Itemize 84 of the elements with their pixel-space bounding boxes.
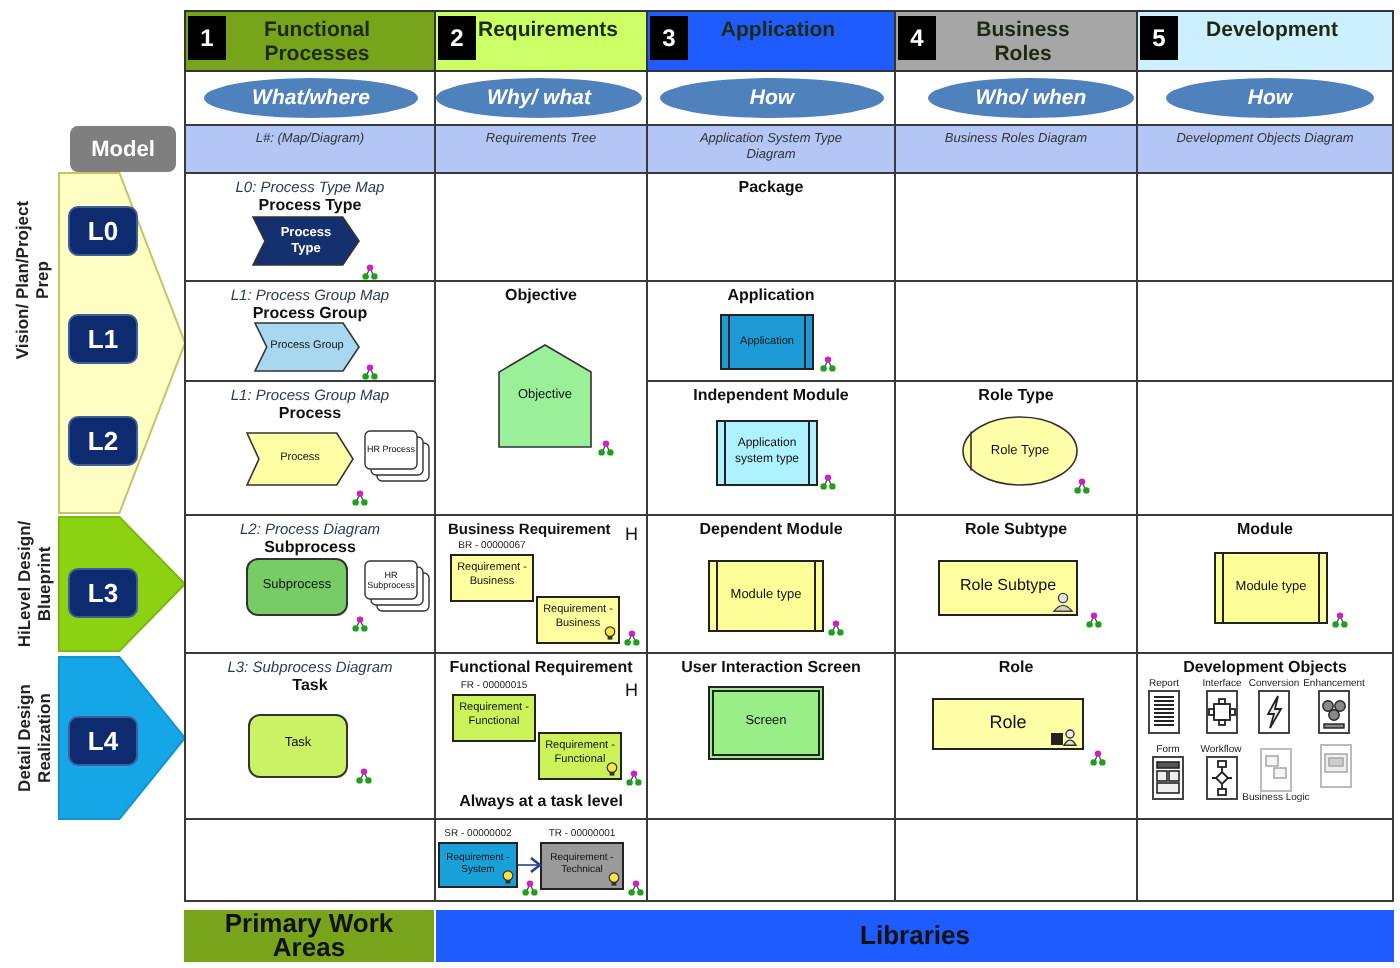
column-header <box>184 10 436 72</box>
arrow <box>517 856 542 874</box>
step-number: 5 <box>1140 16 1178 60</box>
object-card <box>450 554 534 602</box>
object-type-heading: Role Type <box>978 386 1054 404</box>
column-title: Requirements <box>477 18 619 42</box>
area-banner <box>436 910 1394 962</box>
level-tag <box>68 416 138 466</box>
level-label: L0 <box>87 217 119 245</box>
question-text: How <box>749 86 795 110</box>
object-card <box>438 842 518 888</box>
level-label: L3 <box>87 579 119 607</box>
column-title: Application <box>720 18 836 42</box>
corner-letter: H <box>625 680 638 700</box>
object-card <box>452 694 536 742</box>
question-text: How <box>1247 86 1293 110</box>
column-title: Business Roles <box>974 18 1072 66</box>
step-number: 4 <box>898 16 936 60</box>
question-text: What/where <box>252 86 370 110</box>
area-banner <box>184 910 434 962</box>
area-title: Primary Work Areas <box>222 912 396 960</box>
level-tag <box>68 568 138 618</box>
column-title: Functional Processes <box>261 18 373 66</box>
object-type-heading: Task <box>292 676 328 694</box>
shape-label: Role Subtype <box>959 576 1057 596</box>
object-type-heading: Package <box>738 178 804 196</box>
diagram-type-band <box>434 124 648 174</box>
module-box <box>716 420 818 486</box>
object-type-heading: Process Group <box>252 304 368 322</box>
question-text: Who/ when <box>975 86 1087 110</box>
step-number: 1 <box>188 16 226 60</box>
object-type-heading: Subprocess <box>264 538 356 556</box>
shape-label: Role <box>989 711 1027 733</box>
column-title: Development <box>1206 18 1338 42</box>
module-box <box>720 314 814 370</box>
level-label: L1 <box>87 325 119 353</box>
column-header <box>434 10 648 72</box>
object-card <box>938 560 1078 616</box>
object-type-heading: Process <box>278 404 342 422</box>
object-card <box>540 842 624 890</box>
object-type-heading: Objective <box>504 286 577 304</box>
screen-box <box>708 686 824 760</box>
object-card <box>536 596 620 644</box>
object-type-heading: Role Subtype <box>964 520 1068 538</box>
column-header <box>646 10 896 72</box>
corner-letter: H <box>625 524 638 544</box>
module-box <box>1214 552 1328 624</box>
column-header <box>894 10 1138 72</box>
object-type-heading: Independent Module <box>693 386 849 404</box>
level-label: L4 <box>87 727 119 755</box>
object-type-heading: Development Objects <box>1183 658 1347 676</box>
step-number: 2 <box>438 16 476 60</box>
process-box <box>248 714 348 778</box>
level-tag <box>68 716 138 766</box>
diagram-type-band <box>1136 124 1394 174</box>
object-type-heading: User Interaction Screen <box>681 658 861 676</box>
area-title: Libraries <box>860 924 970 948</box>
step-number: 3 <box>650 16 688 60</box>
level-label: L2 <box>87 427 119 455</box>
question-text: Why/ what <box>487 86 591 110</box>
module-box <box>708 560 824 632</box>
process-box <box>246 558 348 616</box>
model-label: Model <box>91 137 155 161</box>
stage-label: Vision/ Plan/Project Prep <box>12 198 52 364</box>
diagram-type-band <box>184 124 436 174</box>
object-type-heading: Role <box>998 658 1034 676</box>
column-header <box>1136 10 1394 72</box>
object-type-heading: Process Type <box>258 196 362 214</box>
object-type-heading: Module <box>1237 520 1293 538</box>
level-tag <box>68 206 138 256</box>
object-type-heading: Functional Requirement <box>449 658 633 676</box>
object-type-heading: Application <box>727 286 815 304</box>
level-tag <box>68 314 138 364</box>
model-tag <box>70 126 176 172</box>
object-card <box>538 732 622 780</box>
object-type-heading: Dependent Module <box>699 520 843 538</box>
diagram-type-band <box>894 124 1138 174</box>
question-ellipse <box>928 78 1134 118</box>
question-ellipse <box>436 78 642 118</box>
object-card <box>932 698 1084 750</box>
note-text: Always at a task level <box>459 792 623 810</box>
diagram-type-band <box>646 124 896 174</box>
stage-label: Detail Design Realization <box>14 682 54 796</box>
stage-label: HiLevel Design/ Blueprint <box>14 518 54 652</box>
